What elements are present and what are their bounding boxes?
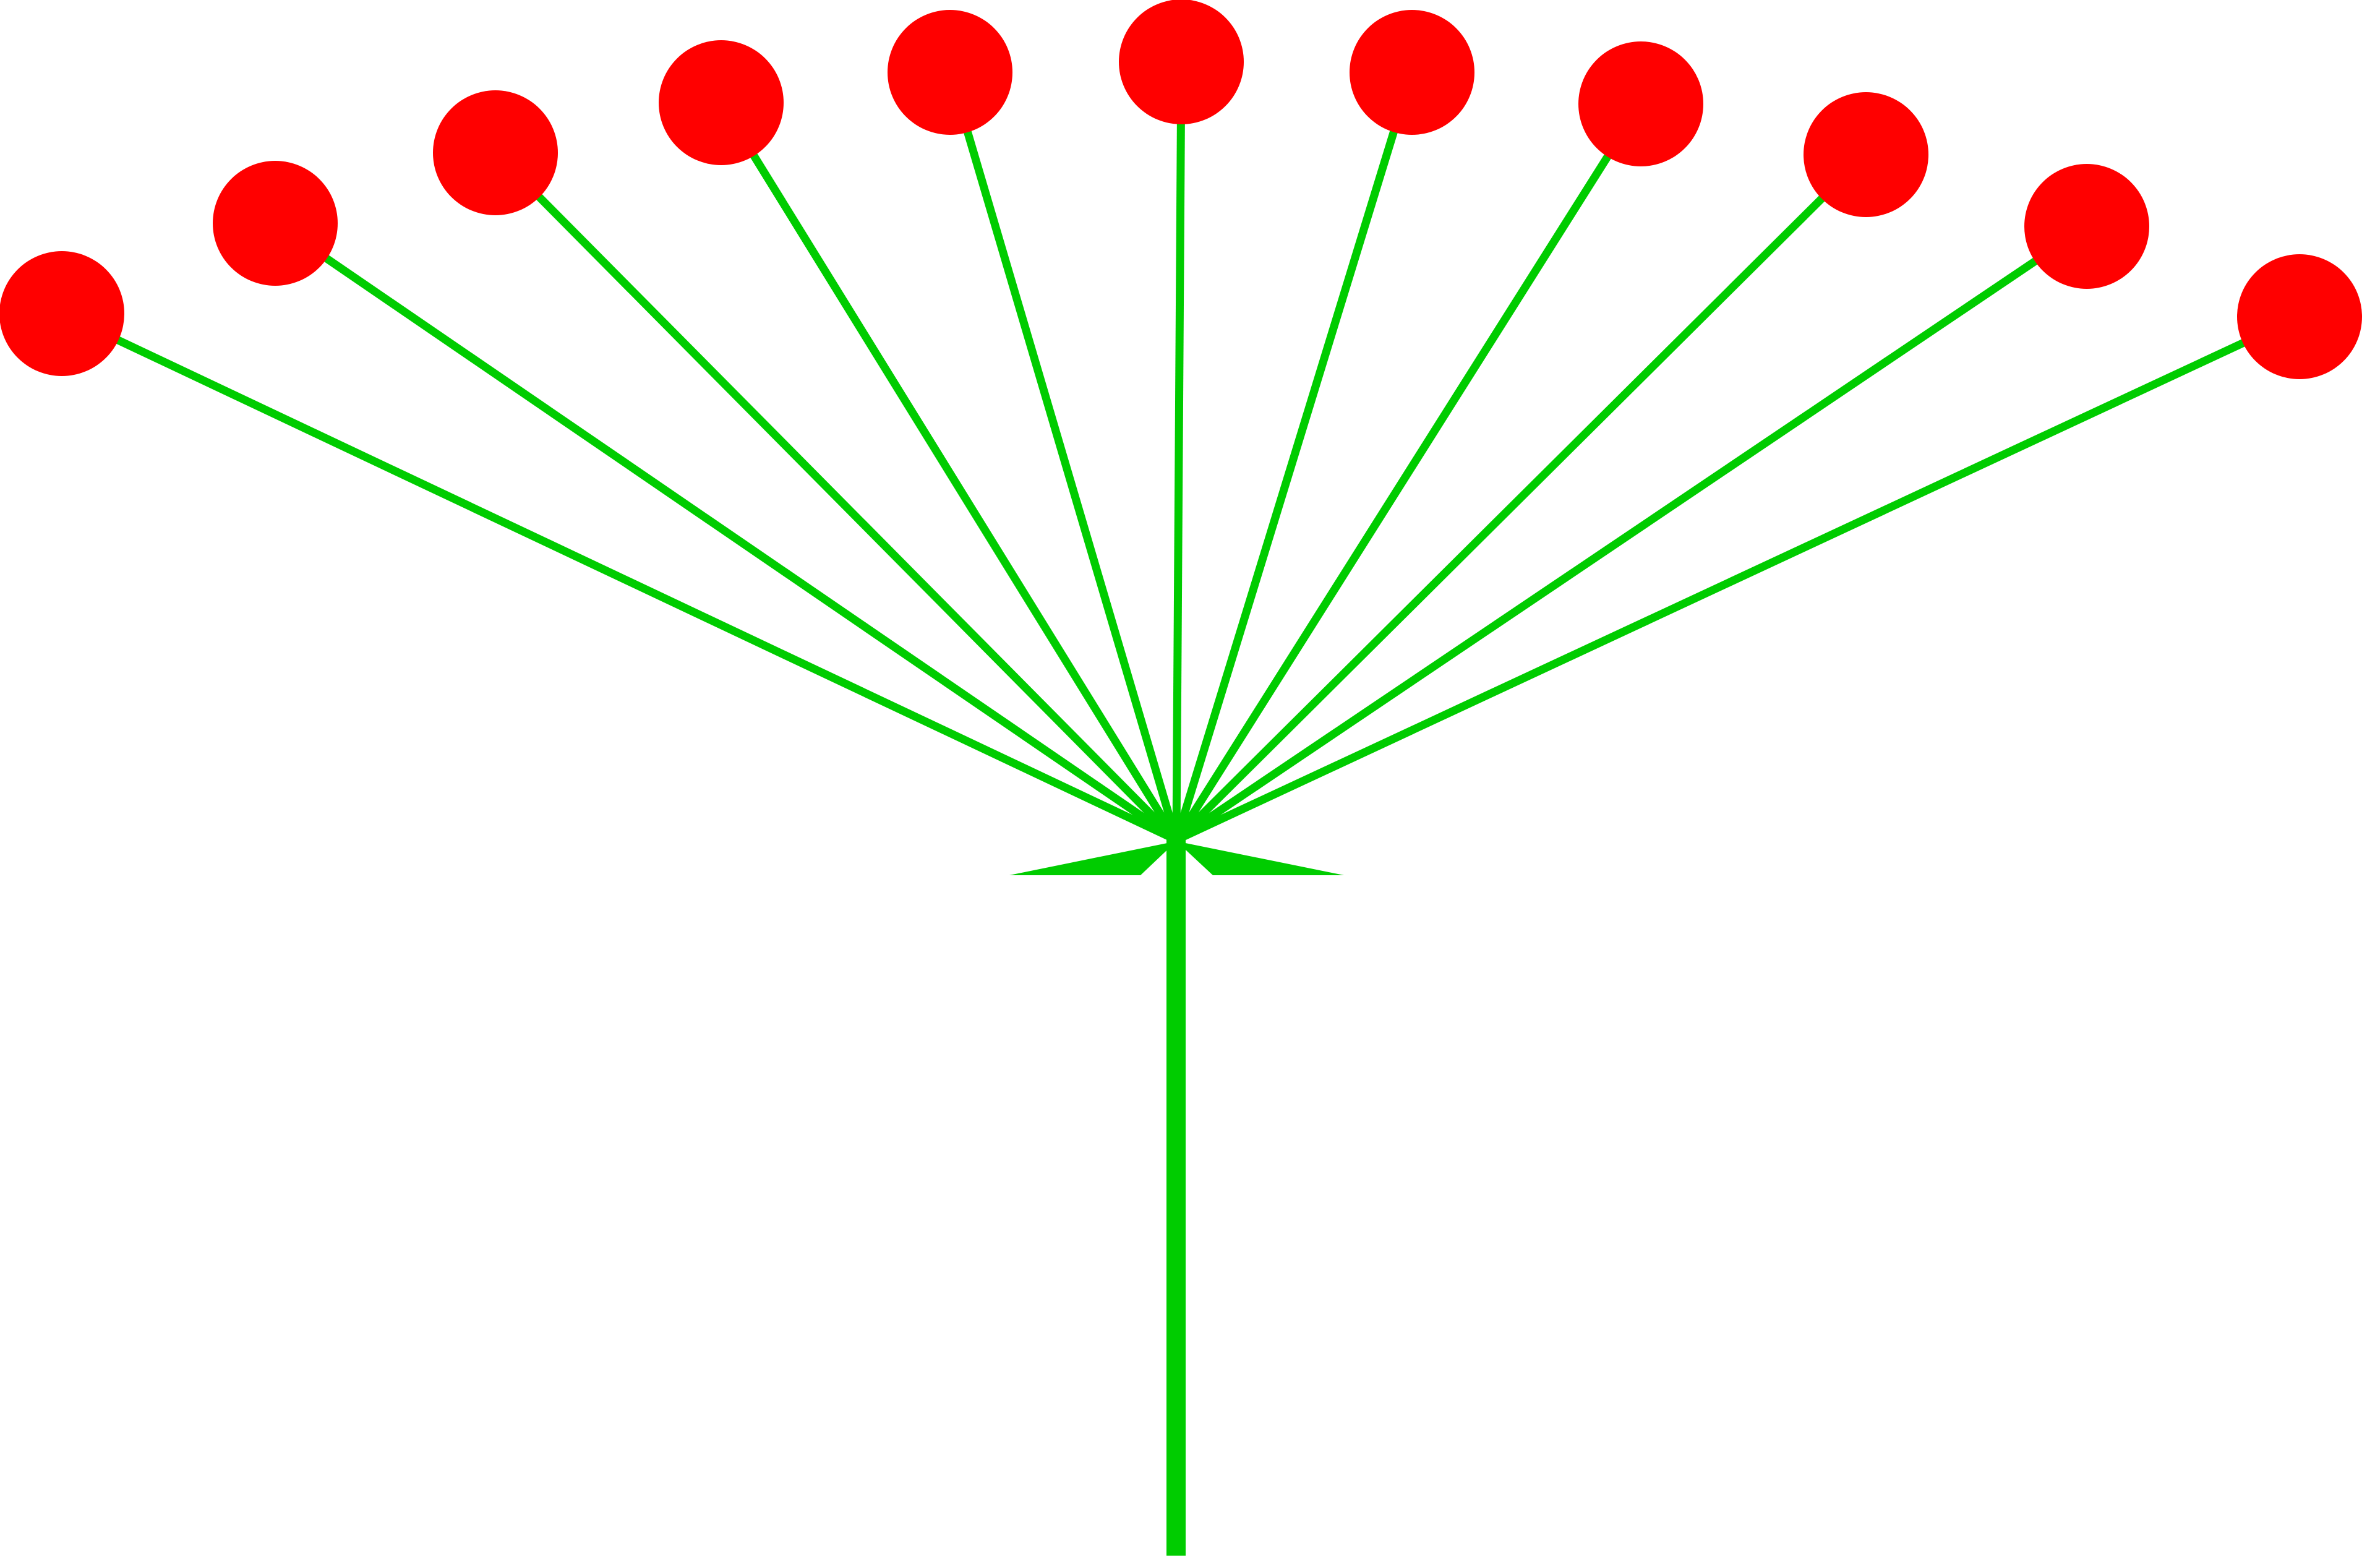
flower-6	[1119, 0, 1244, 124]
flowers	[0, 0, 2362, 379]
pedicel-11	[1175, 313, 2301, 844]
pedicel-8	[1173, 101, 1645, 842]
left-bract	[1009, 841, 1176, 875]
pedicel-2	[273, 220, 1179, 844]
flower-2	[213, 161, 338, 286]
pedicel-7	[1172, 71, 1416, 841]
flower-8	[1578, 41, 1703, 166]
flower-7	[1350, 10, 1474, 135]
pedicel-1	[60, 310, 1178, 844]
flower-9	[1804, 92, 1928, 217]
flower-10	[2024, 164, 2149, 289]
flower-5	[888, 10, 1012, 135]
pedicel-10	[1174, 223, 2089, 844]
right-bract	[1176, 841, 1344, 875]
pedicel-4	[717, 100, 1180, 842]
flower-4	[659, 40, 784, 165]
flower-3	[433, 90, 558, 215]
flower-11	[2237, 254, 2362, 379]
pedicel-6	[1172, 61, 1186, 841]
flower-1	[0, 251, 124, 376]
pedicel-3	[492, 150, 1179, 843]
pedicels	[60, 61, 2301, 844]
peduncle	[1166, 839, 1186, 1556]
pedicel-5	[946, 71, 1181, 841]
pedicel-9	[1173, 152, 1869, 843]
